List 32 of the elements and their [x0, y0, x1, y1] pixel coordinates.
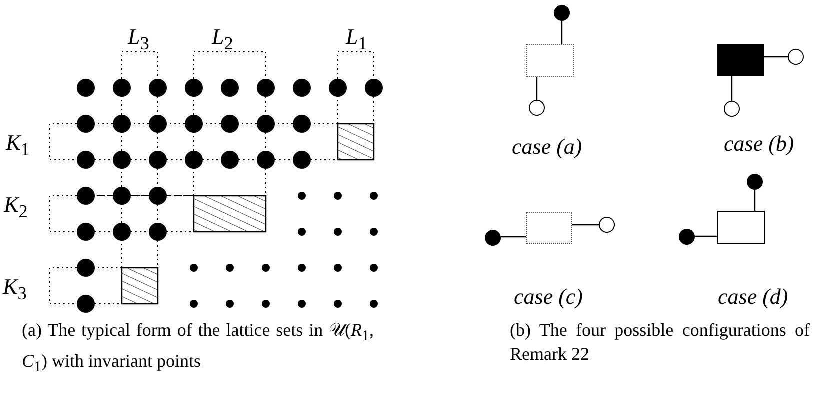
connector-line: [572, 224, 599, 226]
box-outline: [717, 211, 765, 244]
case-label: case (a): [512, 136, 582, 158]
solid-dot: [485, 230, 501, 246]
set-label: K$_{1}$: [6, 132, 30, 159]
hollow-dot: [529, 100, 545, 116]
case-label: case (c): [514, 286, 584, 308]
dotted-box: [526, 212, 572, 244]
hollow-dot: [724, 101, 740, 117]
solid-dot: [679, 229, 695, 245]
connector-line: [695, 236, 717, 238]
connector-line: [501, 236, 526, 238]
hollow-dot: [599, 217, 615, 233]
dotted-box: [526, 44, 574, 77]
hollow-dot: [788, 49, 804, 65]
set-label: K$_{2}$: [4, 194, 28, 221]
connector-line: [731, 76, 733, 101]
set-label: L$_{1}$: [346, 26, 368, 53]
figure-caption: (a) The typical form of the lattice sets in 𝒰(R$_{1}$, C$_{1}$) with invariant points: [22, 319, 374, 378]
solid-box: [717, 44, 764, 76]
figure-caption: (b) The four possible configurations of Remark 22: [510, 319, 810, 366]
connector-line: [561, 21, 563, 44]
set-label: L$_{3}$: [128, 26, 150, 53]
case-label: case (b): [724, 133, 794, 155]
solid-dot: [747, 174, 763, 190]
connector-line: [754, 190, 756, 211]
solid-dot: [554, 5, 570, 21]
set-label: L$_{2}$: [212, 26, 234, 53]
connector-line: [764, 56, 788, 58]
set-label: K$_{3}$: [3, 276, 27, 303]
connector-line: [536, 77, 538, 100]
case-label: case (d): [718, 286, 788, 308]
